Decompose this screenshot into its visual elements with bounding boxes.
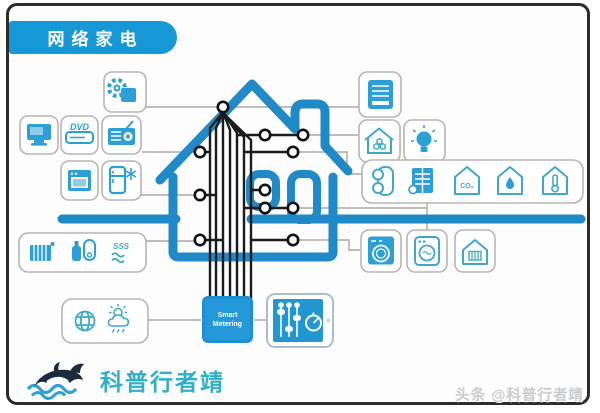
watermark: 头条 @科普行者靖 bbox=[455, 384, 584, 405]
house-door-window bbox=[246, 170, 321, 224]
wire-bundle bbox=[198, 110, 305, 301]
control-panel-icon bbox=[368, 80, 393, 109]
device-dryer bbox=[406, 229, 448, 273]
globe-icon bbox=[74, 310, 96, 332]
dvd-icon: DVD bbox=[65, 122, 94, 144]
device-control-panel bbox=[358, 71, 402, 118]
refrigerator-icon bbox=[108, 165, 137, 195]
device-ventilation bbox=[358, 119, 401, 163]
tv-icon bbox=[27, 124, 51, 146]
banner: 网络家电 bbox=[9, 21, 177, 54]
dryer-icon bbox=[414, 236, 440, 266]
radio-icon bbox=[108, 120, 135, 145]
snowflake-icon bbox=[125, 168, 137, 180]
device-dvd-player: DVD bbox=[60, 115, 99, 155]
whale-waves-icon bbox=[26, 362, 84, 400]
device-lighting bbox=[403, 119, 446, 163]
smart-metering-hub: Smart Metering bbox=[202, 296, 253, 343]
device-oven bbox=[60, 160, 99, 201]
dial-timer-icon bbox=[305, 312, 322, 332]
chip-label-line1: Smart bbox=[218, 312, 239, 319]
co2-house-icon: CO₂ bbox=[454, 166, 480, 195]
temperature-house-icon bbox=[542, 166, 568, 195]
fan-house-icon bbox=[364, 127, 394, 154]
steam-icon: SSS bbox=[111, 242, 130, 264]
svg-text:CO₂: CO₂ bbox=[460, 183, 474, 190]
device-television bbox=[19, 115, 59, 155]
slider-controls-icon bbox=[277, 302, 301, 337]
chip-label-line2: Metering bbox=[213, 321, 242, 328]
device-internet-weather-group bbox=[61, 298, 149, 344]
device-washing-machine bbox=[360, 229, 402, 273]
humidity-house-icon bbox=[497, 166, 523, 195]
house-outline bbox=[155, 79, 353, 262]
device-climate-sensor-group: CO₂ bbox=[361, 159, 584, 204]
svg-text:SSS: SSS bbox=[113, 242, 130, 251]
device-radio bbox=[101, 115, 142, 155]
blinds-icon bbox=[408, 168, 433, 195]
thermostat-icon bbox=[372, 166, 394, 196]
device-refrigerator bbox=[101, 160, 142, 201]
tablet-camera-dot bbox=[326, 318, 331, 323]
brand-name: 科普行者靖 bbox=[100, 369, 225, 395]
watermark-text: 头条 @科普行者靖 bbox=[455, 388, 584, 404]
banner-title: 网络家电 bbox=[47, 30, 144, 49]
device-heating-group: SSS bbox=[18, 232, 147, 273]
washer-icon bbox=[368, 236, 394, 265]
brand-logo: 科普行者靖 bbox=[20, 358, 225, 402]
tablet-controller bbox=[266, 293, 334, 348]
radiator-icon bbox=[30, 242, 55, 261]
device-settings bbox=[103, 71, 147, 113]
boiler-house-icon bbox=[462, 239, 488, 265]
device-boiler-house bbox=[454, 229, 496, 273]
water-heater-icon bbox=[72, 239, 96, 261]
gear-icon bbox=[107, 78, 136, 102]
svg-text:DVD: DVD bbox=[70, 122, 90, 132]
weather-icon bbox=[107, 304, 130, 333]
oven-icon bbox=[68, 170, 91, 191]
bulb-icon bbox=[411, 125, 437, 152]
connection-nodes bbox=[193, 100, 310, 247]
